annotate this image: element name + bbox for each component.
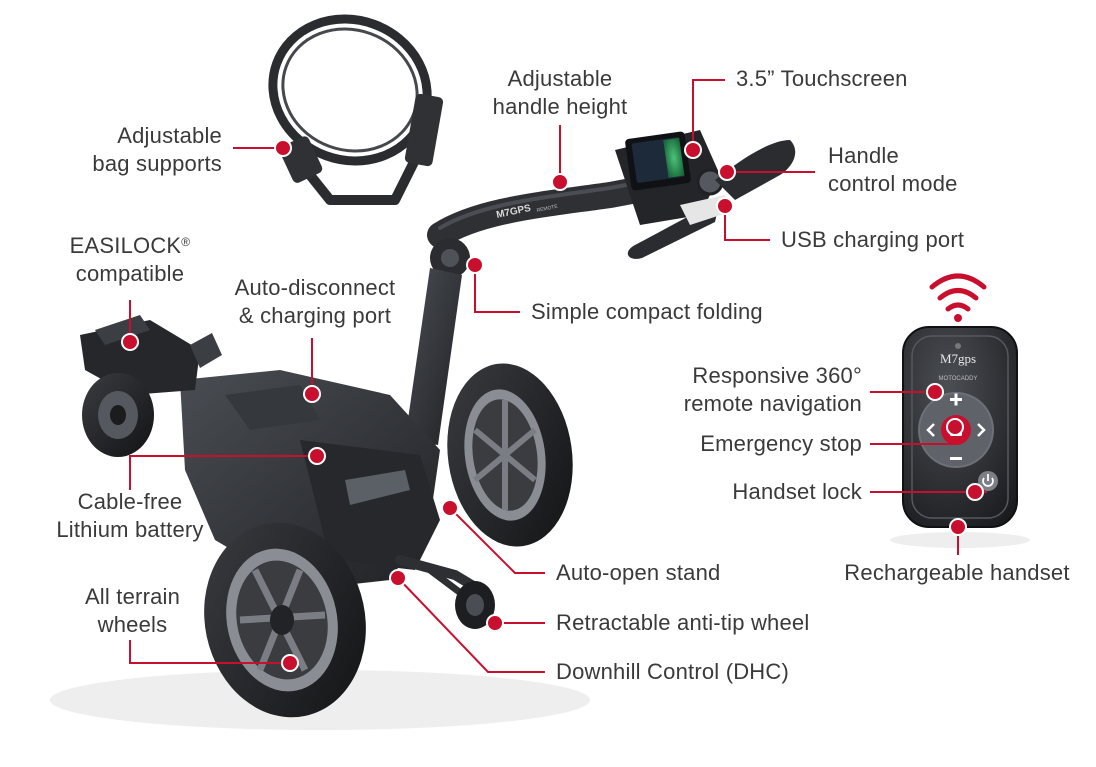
callout-adjustable-bag-supports: Adjustable bag supports: [92, 123, 222, 176]
callout-auto-disconnect: Auto-disconnect & charging port: [234, 275, 396, 328]
chevron-left-icon: [926, 423, 935, 437]
dot-touchscreen: [684, 141, 702, 159]
frame-logo-sub: REMOTE: [536, 204, 559, 214]
dot-all-terrain: [281, 654, 299, 672]
dot-handle-control: [718, 163, 736, 181]
callout-handset-lock: Handset lock: [732, 479, 862, 504]
chevron-right-icon: [977, 423, 986, 437]
callout-simple-compact-folding: Simple compact folding: [531, 299, 763, 324]
minus-icon: [950, 457, 962, 460]
leader-lines: [129, 79, 987, 673]
callout-adjustable-handle-height: Adjustable handle height: [492, 66, 628, 119]
callout-dots: [121, 139, 984, 672]
upright-tube: [405, 268, 462, 445]
callout-downhill-control: Downhill Control (DHC): [556, 659, 790, 684]
callout-all-terrain-wheels: All terrain wheels: [84, 584, 181, 637]
dot-anti-tip: [486, 614, 504, 632]
dot-battery: [308, 447, 326, 465]
dot-emergency-stop: [946, 418, 964, 436]
callout-usb-charging-port: USB charging port: [781, 227, 965, 252]
dot-handset-lock: [966, 483, 984, 501]
wifi-signal-icon: [929, 273, 987, 290]
callout-rechargeable-handset: Rechargeable handset: [844, 560, 1070, 585]
callout-cable-free-battery: Cable-free Lithium battery: [56, 489, 204, 542]
handle-grip-right: [715, 140, 796, 200]
remote-handset: [902, 273, 1018, 528]
callout-touchscreen: 3.5” Touchscreen: [736, 66, 908, 91]
dot-auto-disconnect: [303, 385, 321, 403]
callout-emergency-stop: Emergency stop: [700, 431, 862, 456]
dot-bag-supports: [274, 139, 292, 157]
callout-retractable-anti-tip-wheel: Retractable anti-tip wheel: [556, 610, 810, 635]
power-icon: [982, 477, 994, 487]
callout-responsive-remote: Responsive 360° remote navigation: [683, 363, 862, 416]
dot-remote-navigation: [926, 383, 944, 401]
handle-tube: [427, 167, 703, 248]
dot-usb: [716, 197, 734, 215]
dot-compact-folding: [466, 256, 484, 274]
dot-rechargeable: [949, 518, 967, 536]
callout-handle-control-mode: Handle control mode: [828, 143, 958, 196]
dot-auto-open-stand: [441, 499, 459, 517]
dot-handle-height: [551, 173, 569, 191]
dot-dhc: [389, 569, 407, 587]
remote-logo: M7gps: [940, 351, 976, 366]
remote-maker: MOTOCADDY: [939, 376, 978, 382]
dot-easilock: [121, 333, 139, 351]
callout-auto-open-stand: Auto-open stand: [556, 560, 721, 585]
callout-easilock: EASILOCK® compatible: [69, 233, 191, 286]
remote-shadow: [890, 532, 1030, 548]
